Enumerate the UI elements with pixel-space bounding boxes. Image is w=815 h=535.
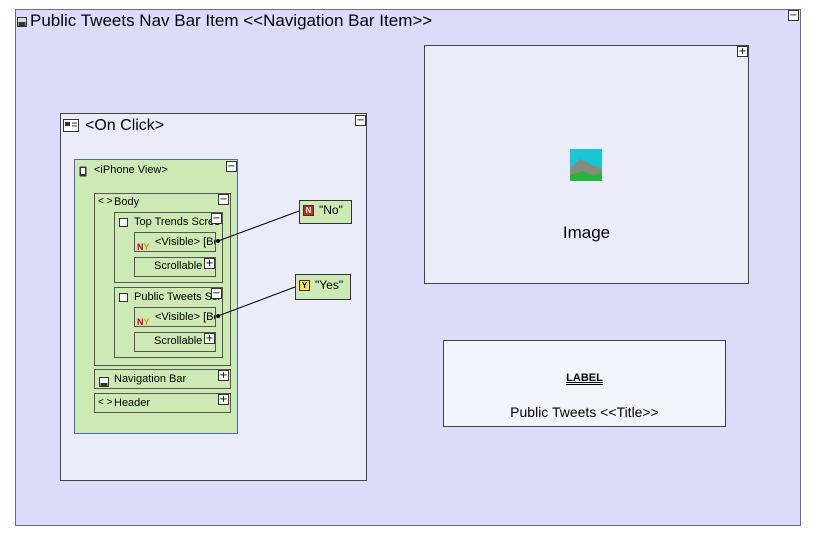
image-box-expand-toggle[interactable]: +: [737, 46, 748, 57]
screen-checkbox-icon: [119, 293, 128, 302]
iphone-icon: [79, 164, 87, 177]
code-brackets-icon: < >: [98, 196, 113, 207]
navigation-bar-expand-toggle[interactable]: +: [218, 370, 229, 381]
visible-condition-2-tags: NY: [137, 312, 150, 330]
navigation-bar-container[interactable]: [94, 369, 231, 389]
screen-checkbox-icon: [119, 218, 128, 227]
scrollable-panel-2-label: Scrollable Pa: [154, 335, 214, 347]
connector-no: [217, 210, 300, 242]
visible-condition-1-text: <Visible> [Bo: [155, 236, 215, 248]
on-click-icon: [63, 119, 79, 132]
visible-condition-2[interactable]: [134, 307, 216, 327]
image-box-label: Image: [562, 223, 611, 242]
body-collapse-toggle[interactable]: −: [218, 194, 229, 205]
tag-n: N: [137, 242, 144, 252]
navigation-bar-icon: [99, 374, 109, 387]
header-expand-toggle[interactable]: +: [218, 394, 229, 405]
scrollable-panel-1-label: Scrollable Pa: [154, 260, 214, 272]
top-trends-screen-label: Top Trends Scree: [134, 216, 221, 228]
visible-condition-1[interactable]: [134, 232, 216, 252]
top-trends-collapse-toggle[interactable]: −: [211, 213, 222, 224]
on-click-collapse-toggle[interactable]: −: [355, 115, 366, 126]
value-yes-text: "Yes": [315, 278, 344, 292]
header-container[interactable]: [94, 393, 231, 413]
connector-yes: [217, 286, 296, 317]
value-no-text: "No": [319, 203, 343, 217]
navigation-bar-label: Navigation Bar: [114, 373, 187, 385]
code-brackets-icon: < >: [98, 397, 113, 408]
tag-n: N: [137, 317, 144, 327]
public-tweets-screen-label: Public Tweets Scre: [134, 291, 222, 303]
yes-value-icon: Y: [299, 280, 310, 291]
tag-y: Y: [143, 242, 150, 252]
container-title: Public Tweets Nav Bar Item <<Navigation …: [30, 11, 433, 30]
scrollable-panel-2-expand-toggle[interactable]: +: [204, 333, 215, 344]
label-widget-icon: LABEL: [566, 372, 603, 384]
scrollable-panel-1[interactable]: [134, 257, 216, 277]
no-value-icon: N: [303, 205, 314, 216]
no-value-tag: N: [305, 206, 312, 215]
connector-no-end: [216, 239, 220, 243]
visible-condition-2-text: <Visible> [Bo: [155, 311, 215, 323]
tag-y: Y: [143, 317, 150, 327]
iphone-view-title: <iPhone View>: [94, 164, 168, 176]
connector-yes-end: [216, 314, 220, 318]
scrollable-panel-1-expand-toggle[interactable]: +: [204, 258, 215, 269]
body-title: Body: [114, 196, 140, 208]
label-box[interactable]: [443, 340, 726, 427]
scrollable-panel-2[interactable]: [134, 332, 216, 352]
iphone-view-collapse-toggle[interactable]: −: [226, 161, 237, 172]
label-box-text: Public Tweets <<Title>>: [510, 404, 659, 420]
yes-value-tag: Y: [301, 281, 308, 290]
image-placeholder-icon: [570, 149, 602, 181]
container-icon: [17, 14, 27, 27]
visible-condition-1-tags: NY: [137, 237, 150, 255]
collapse-toggle[interactable]: −: [788, 10, 799, 21]
public-tweets-collapse-toggle[interactable]: −: [211, 288, 222, 299]
on-click-title: <On Click>: [85, 117, 165, 134]
header-label: Header: [114, 397, 151, 409]
